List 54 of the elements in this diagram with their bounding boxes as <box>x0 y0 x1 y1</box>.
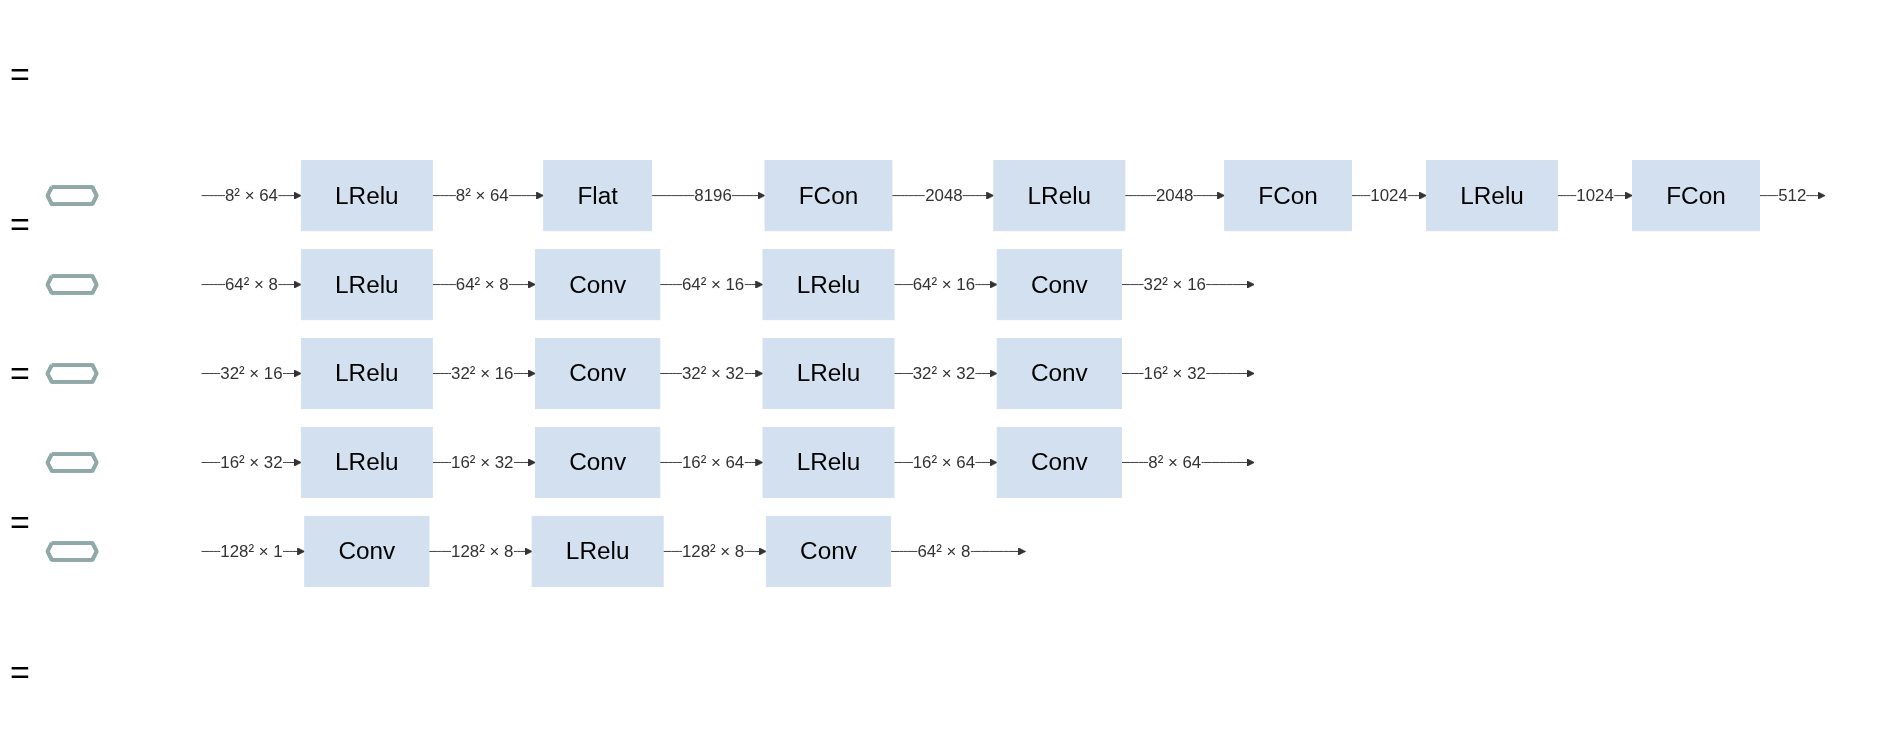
edge-label: 32² × 16 <box>451 363 514 383</box>
edge-label: 16² × 32 <box>451 452 514 472</box>
node-box: Conv <box>996 248 1122 321</box>
equals-sign: = <box>10 652 30 692</box>
equals-sign: = <box>10 204 30 244</box>
edge-label: 128² × 8 <box>681 541 745 561</box>
node-box: LRelu <box>531 515 664 587</box>
node-box: Flat <box>543 160 653 232</box>
node-box: FCon <box>764 160 893 232</box>
edge-label: 16² × 64 <box>912 452 976 472</box>
edge-label: 64² × 8 <box>455 274 509 294</box>
node-box: Conv <box>996 337 1122 410</box>
edge-label: 8² × 64 <box>455 185 509 205</box>
edge-label: 2048 <box>1155 185 1194 205</box>
node-box: LRelu <box>762 337 895 410</box>
edge-label: 512 <box>1778 185 1807 205</box>
edge-label: 32² × 32 <box>681 363 745 383</box>
node-box: LRelu <box>300 337 433 410</box>
node-box: FCon <box>1224 160 1353 232</box>
edge-label: 16² × 32 <box>220 452 283 472</box>
node-box: LRelu <box>300 426 433 499</box>
node-box: Conv <box>304 515 430 587</box>
edge-label: 1024 <box>1576 185 1614 205</box>
node-box: Conv <box>535 337 661 410</box>
edge-label: 32² × 32 <box>912 363 976 383</box>
node-box: FCon <box>1632 160 1760 232</box>
edge-label: 8² × 64 <box>1148 452 1202 472</box>
equals-sign: = <box>10 55 30 95</box>
node-box: LRelu <box>300 160 433 232</box>
equals-sign: = <box>10 503 30 543</box>
edge-label: 8² × 64 <box>224 185 278 205</box>
node-box: Conv <box>535 248 661 321</box>
edge-label: 64² × 8 <box>917 541 971 561</box>
edge-label: 64² × 16 <box>912 274 976 294</box>
node-box: LRelu <box>762 248 895 321</box>
edge-label: 128² × 8 <box>451 541 514 561</box>
node-box: Conv <box>765 515 892 587</box>
edge-label: 16² × 64 <box>681 452 745 472</box>
edge-label: 32² × 16 <box>1143 274 1206 294</box>
edge-label: 32² × 16 <box>220 363 283 383</box>
edge-label: 1024 <box>1370 185 1408 205</box>
edge-label: 128² × 1 <box>220 541 283 561</box>
edge-label: 64² × 8 <box>224 274 278 294</box>
equals-sign: = <box>10 353 30 393</box>
node-box: LRelu <box>993 160 1126 232</box>
edge-label: 64² × 16 <box>681 274 745 294</box>
node-box: LRelu <box>762 426 895 499</box>
node-box: Conv <box>996 426 1122 499</box>
node-box: LRelu <box>1426 160 1559 232</box>
edge-label: 8196 <box>694 185 732 205</box>
edge-label: 2048 <box>925 185 963 205</box>
node-box: Conv <box>535 426 661 499</box>
edge-label: 16² × 32 <box>1143 363 1206 383</box>
node-box: LRelu <box>300 248 433 321</box>
